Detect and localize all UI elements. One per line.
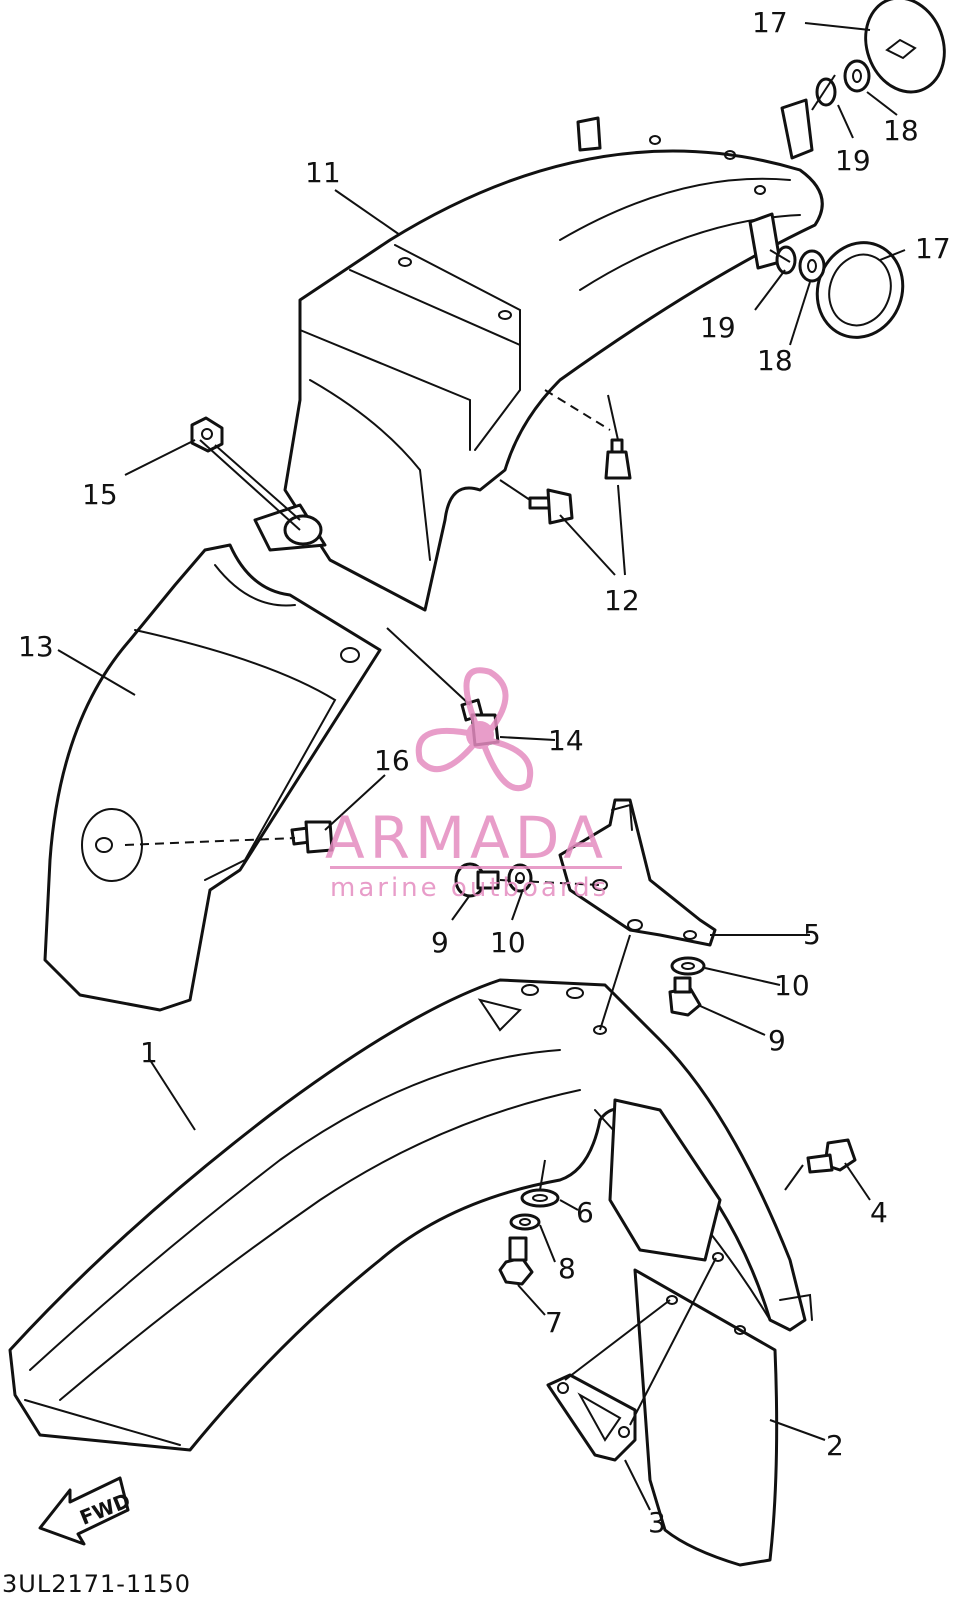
watermark-name: ARMADA — [325, 804, 608, 872]
part-17-reflector-lower — [815, 241, 905, 339]
callout-10-a: 10 — [490, 926, 526, 959]
callout-19-a: 19 — [835, 144, 871, 177]
callout-19-b: 19 — [700, 311, 736, 344]
callout-7: 7 — [545, 1306, 563, 1339]
callout-17-a: 17 — [752, 6, 788, 39]
part-6-washer — [520, 1188, 560, 1208]
part-13-inner-fender — [43, 543, 382, 1012]
callout-17-b: 17 — [915, 232, 951, 265]
callout-4: 4 — [870, 1196, 888, 1229]
armada-watermark: ARMADA marine outboards — [325, 667, 622, 903]
part-12-bolt-a — [528, 488, 574, 525]
part-7-bolt — [498, 1236, 534, 1286]
part-18-washer-upper — [843, 59, 871, 93]
part-10-washer-lower — [670, 956, 706, 976]
watermark-rule — [330, 866, 622, 869]
part-2-mud-flap — [633, 1252, 779, 1567]
callout-9-a: 9 — [431, 926, 449, 959]
callout-11: 11 — [305, 156, 341, 189]
fwd-direction-arrow: FWD — [38, 1476, 134, 1546]
part-17-reflector-upper — [864, 0, 946, 94]
callout-3: 3 — [648, 1506, 666, 1539]
callout-8: 8 — [558, 1252, 576, 1285]
part-3-bracket — [546, 1373, 637, 1462]
callout-6: 6 — [576, 1196, 594, 1229]
callout-9-b: 9 — [768, 1024, 786, 1057]
callout-2: 2 — [826, 1429, 844, 1462]
part-12-grommet-b — [604, 438, 632, 480]
part-1-rear-fender — [8, 978, 813, 1452]
leader-lines — [57, 22, 906, 1511]
callout-18-a: 18 — [883, 114, 919, 147]
callout-12: 12 — [604, 584, 640, 617]
callout-10-b: 10 — [774, 969, 810, 1002]
part-11-rear-fender-upper — [253, 98, 824, 612]
callout-5: 5 — [803, 918, 821, 951]
part-9-bolt-upper — [454, 862, 500, 898]
watermark-tagline: marine outboards — [330, 873, 609, 903]
propeller-logo — [415, 667, 534, 792]
callout-14: 14 — [548, 724, 584, 757]
part-10-washer-upper — [507, 863, 533, 893]
callout-18-b: 18 — [757, 344, 793, 377]
part-9-bolt-lower — [668, 976, 702, 1017]
callout-15: 15 — [82, 478, 118, 511]
part-18-washer-lower — [798, 249, 826, 283]
callout-1: 1 — [140, 1036, 158, 1069]
callout-13: 13 — [18, 630, 54, 663]
diagram-code: 3UL2171-1150 — [2, 1570, 191, 1598]
part-8-washer — [509, 1213, 541, 1231]
part-19-washer-upper — [815, 77, 837, 107]
part-4-bolt — [806, 1138, 857, 1174]
part-15-nut — [190, 416, 224, 453]
callout-16: 16 — [374, 744, 410, 777]
callout-labels: 17 18 19 17 19 18 11 15 12 13 14 16 9 10… — [18, 6, 951, 1539]
part-5-stay-bracket — [558, 798, 717, 947]
